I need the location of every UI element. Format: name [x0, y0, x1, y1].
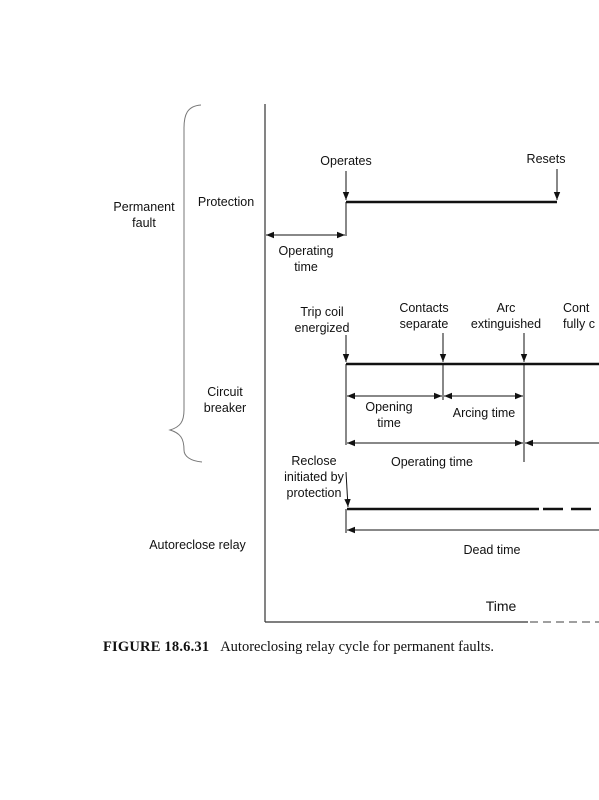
- opening-time-label: Opening time: [365, 400, 413, 430]
- protection-row-label: Protection: [197, 195, 255, 209]
- figure-caption: FIGURE 18.6.31 Autoreclosing relay cycle…: [103, 639, 494, 656]
- arc-extinguished-label: Arc extinguished: [470, 301, 542, 331]
- trip-coil-label: Trip coil energized: [294, 305, 350, 335]
- autoreclose-relay-row-label: Autoreclose relay: [149, 538, 246, 552]
- dead-time-label: Dead time: [463, 543, 521, 557]
- resets-label: Resets: [526, 152, 566, 166]
- breaker-operating-time-label: Operating time: [391, 455, 473, 469]
- time-axis-label: Time: [485, 598, 517, 614]
- reclose-initiated-arrow: [344, 471, 351, 508]
- reclose-initiated-label: Reclose initiated by protection: [284, 454, 344, 500]
- operates-label: Operates: [320, 154, 372, 168]
- figure-number: FIGURE 18.6.31: [103, 639, 210, 655]
- permanent-fault-brace: [168, 104, 203, 463]
- figure-caption-text: Autoreclosing relay cycle for permanent …: [220, 639, 494, 655]
- contacts-fully-label: Cont fully c: [563, 301, 595, 331]
- protection-operating-time-label: Operating time: [278, 244, 334, 274]
- contacts-separate-label: Contacts separate: [399, 301, 449, 331]
- permanent-fault-label: Permanent fault: [113, 200, 175, 230]
- circuit-breaker-row-label: Circuit breaker: [203, 385, 247, 415]
- arcing-time-label: Arcing time: [452, 406, 516, 420]
